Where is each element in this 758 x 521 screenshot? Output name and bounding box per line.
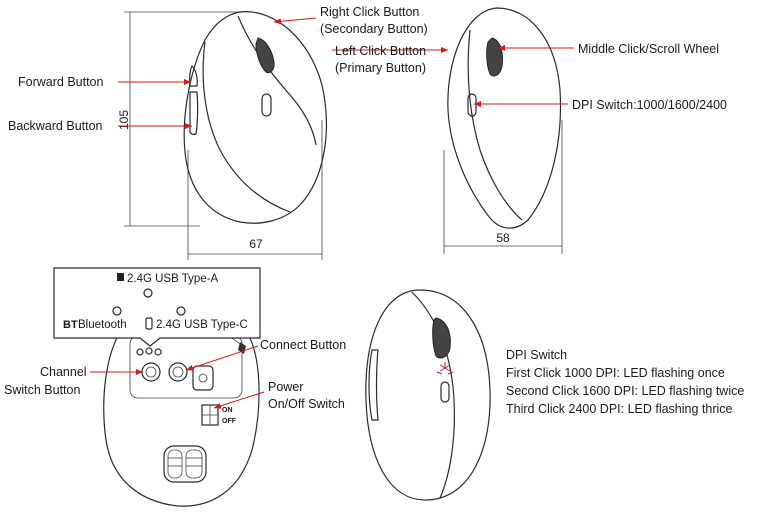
battery-cover bbox=[163, 445, 207, 483]
callout-arrows bbox=[90, 17, 574, 409]
led-usb-c-indicator bbox=[154, 348, 162, 356]
scroll-wheel-top[interactable] bbox=[432, 317, 451, 359]
dpi-switch-label: DPI Switch:1000/1600/2400 bbox=[572, 98, 727, 112]
mouse-top-outline bbox=[365, 289, 491, 501]
mouse-side-top-shell bbox=[237, 15, 317, 146]
off-label: OFF bbox=[222, 418, 237, 425]
mode-callout-box bbox=[53, 267, 261, 347]
led-usb-a-indicator bbox=[145, 347, 153, 355]
power-label-2: On/Off Switch bbox=[268, 397, 345, 411]
dpi-info-block: DPI Switch First Click 1000 DPI: LED fla… bbox=[506, 348, 744, 416]
usb-a-led-icon bbox=[143, 288, 153, 298]
battery-slot-left bbox=[167, 449, 183, 479]
middle-click-label: Middle Click/Scroll Wheel bbox=[578, 42, 719, 56]
usb-a-label: 2.4G USB Type-A bbox=[127, 273, 219, 285]
mouse-top-inner-curve bbox=[411, 291, 455, 499]
on-label: ON bbox=[222, 407, 233, 414]
dpi-info-line-2: Second Click 1600 DPI: LED flashing twic… bbox=[506, 384, 744, 398]
led-flash-icon bbox=[436, 362, 454, 375]
dpi-button-side[interactable] bbox=[261, 93, 272, 117]
left-click-label-2: (Primary Button) bbox=[335, 61, 426, 75]
led-bt-indicator bbox=[136, 348, 144, 356]
left-click-label-1: Left Click Button bbox=[335, 44, 426, 58]
right-click-label-2: (Secondary Button) bbox=[320, 22, 428, 36]
mouse-front-view: 58 bbox=[443, 7, 563, 254]
mode-callout: 2.4G USB Type-A BT Bluetooth 2.4G USB Ty… bbox=[53, 267, 261, 347]
mouse-bottom-view: ON OFF bbox=[103, 313, 260, 507]
scroll-wheel-side[interactable] bbox=[255, 37, 275, 73]
dpi-info-line-3: Third Click 2400 DPI: LED flashing thric… bbox=[506, 402, 733, 416]
bluetooth-label: Bluetooth bbox=[78, 319, 127, 331]
sensor-lens bbox=[198, 373, 208, 383]
battery-slot-right bbox=[185, 449, 203, 479]
mouse-front-outline bbox=[447, 7, 562, 229]
backward-side-button[interactable] bbox=[189, 91, 199, 135]
connect-button-inner bbox=[172, 366, 184, 378]
bt-prefix: BT bbox=[63, 319, 78, 331]
front-width-label: 58 bbox=[496, 231, 510, 245]
forward-side-button[interactable] bbox=[189, 64, 198, 87]
mouse-side-inner-curve bbox=[202, 41, 291, 213]
dpi-button-top[interactable] bbox=[440, 381, 450, 403]
mouse-front-inner-curve bbox=[467, 29, 523, 221]
arrow-connect bbox=[185, 345, 259, 371]
mouse-bottom-outline bbox=[103, 313, 260, 507]
optical-sensor bbox=[192, 365, 214, 391]
backward-label: Backward Button bbox=[8, 119, 103, 133]
side-width-label: 67 bbox=[249, 237, 263, 251]
scroll-wheel-front[interactable] bbox=[486, 37, 503, 77]
forward-label: Forward Button bbox=[18, 75, 104, 89]
dpi-info-title: DPI Switch bbox=[506, 348, 567, 362]
channel-switch-inner bbox=[145, 366, 157, 378]
usb-c-led-icon bbox=[176, 306, 186, 316]
channel-switch-button[interactable] bbox=[141, 362, 161, 382]
channel-label-1: Channel bbox=[40, 365, 87, 379]
mouse-side-outline bbox=[183, 11, 327, 224]
top-side-buttons[interactable] bbox=[368, 349, 379, 421]
mouse-top-view bbox=[365, 289, 491, 501]
power-label-1: Power bbox=[268, 380, 303, 394]
right-click-label-1: Right Click Button bbox=[320, 5, 419, 19]
callout-labels: Right Click Button (Secondary Button) Le… bbox=[4, 5, 727, 411]
connect-button[interactable] bbox=[168, 362, 188, 382]
mouse-side-view: 105 67 bbox=[117, 11, 327, 260]
usb-a-icon bbox=[117, 273, 124, 281]
arrow-right-click bbox=[273, 17, 317, 25]
usb-c-icon bbox=[145, 317, 153, 330]
channel-label-2: Switch Button bbox=[4, 383, 80, 397]
connect-label: Connect Button bbox=[260, 338, 346, 352]
height-dimension-label: 105 bbox=[117, 110, 131, 130]
usb-c-label: 2.4G USB Type-C bbox=[156, 319, 248, 331]
dpi-info-line-1: First Click 1000 DPI: LED flashing once bbox=[506, 366, 725, 380]
arrow-power bbox=[213, 391, 265, 409]
bt-led-icon bbox=[112, 306, 122, 316]
